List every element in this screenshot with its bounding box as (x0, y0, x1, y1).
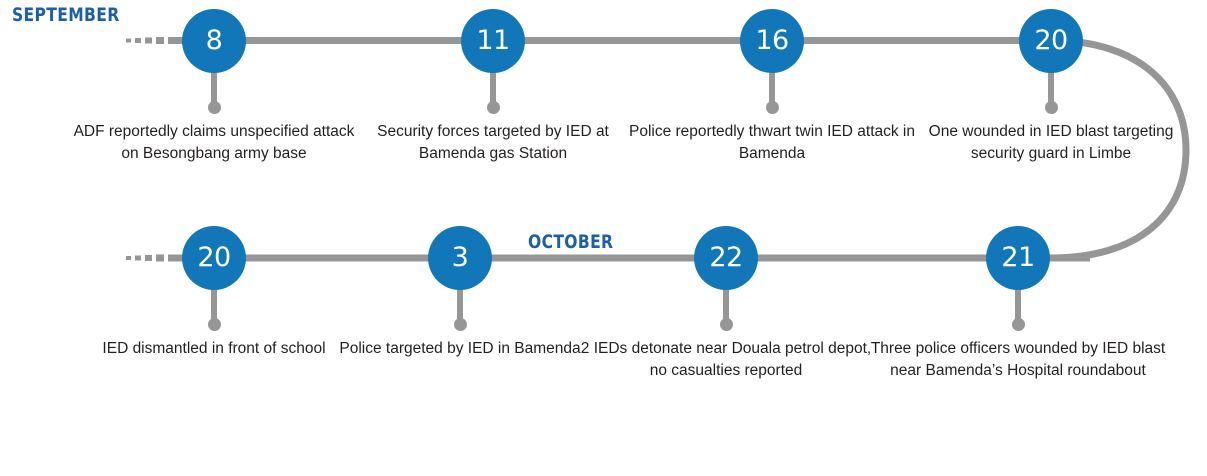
event-stem (769, 65, 775, 107)
event-stem (211, 282, 217, 324)
event-day-badge[interactable]: 20 (1019, 9, 1083, 73)
event-dot (487, 101, 500, 114)
event-dot (208, 318, 221, 331)
event-caption: ADF reportedly claims unspecified attack… (73, 123, 355, 162)
event-day-badge[interactable]: 22 (694, 226, 758, 290)
event-caption: 2 IEDs detonate near Douala petrol depot… (580, 340, 872, 379)
event-day-badge[interactable]: 8 (182, 9, 246, 73)
event-caption: One wounded in IED blast targeting secur… (928, 123, 1174, 162)
event-day-badge[interactable]: 16 (740, 9, 804, 73)
row1-dash-leadin (126, 37, 164, 44)
event-day-badge[interactable]: 11 (461, 9, 525, 73)
event-caption: Police reportedly thwart twin IED attack… (628, 123, 915, 162)
event-day-badge[interactable]: 20 (182, 226, 246, 290)
event-day-badge[interactable]: 21 (986, 226, 1050, 290)
event-dot (766, 101, 779, 114)
month-label-october: OCTOBER (528, 231, 614, 253)
event-caption: Security forces targeted by IED at Bamen… (377, 123, 609, 162)
event-caption: Police targeted by IED in Bamenda (339, 340, 581, 357)
event-caption: Three police officers wounded by IED bla… (870, 340, 1166, 379)
row2-dash-leadin (126, 254, 164, 262)
event-dot (1012, 318, 1025, 331)
event-dot (454, 318, 467, 331)
event-day-badge[interactable]: 3 (428, 226, 492, 290)
month-label-september: SEPTEMBER (12, 4, 120, 26)
event-stem (723, 282, 729, 324)
event-stem (490, 65, 496, 107)
event-caption: IED dismantled in front of school (102, 340, 326, 357)
event-stem (457, 282, 463, 324)
event-dot (720, 318, 733, 331)
event-stem (211, 65, 217, 107)
event-dot (208, 101, 221, 114)
event-dot (1045, 101, 1058, 114)
event-stem (1015, 282, 1021, 324)
